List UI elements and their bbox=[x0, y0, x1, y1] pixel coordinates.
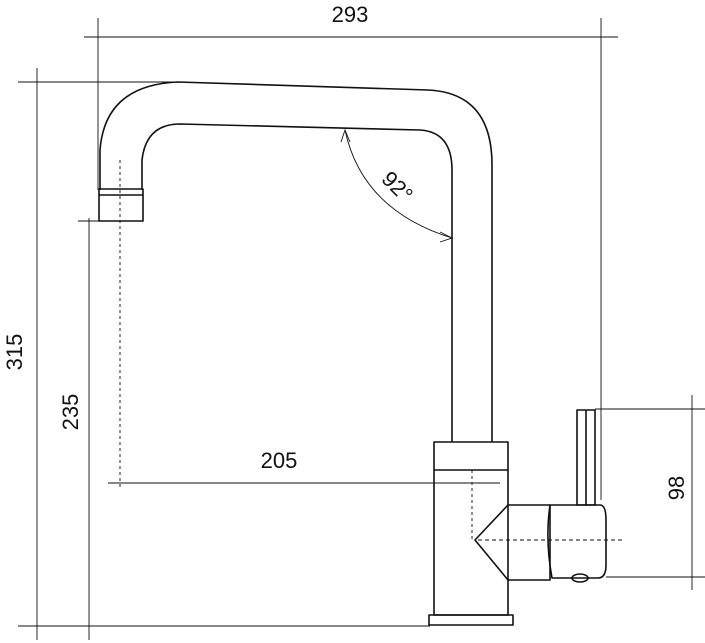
aerator-nozzle bbox=[98, 188, 144, 222]
overall-height-label: 315 bbox=[2, 334, 27, 371]
body-lower bbox=[433, 470, 509, 616]
body-column bbox=[433, 441, 509, 471]
faucet-outline bbox=[98, 81, 607, 626]
spout-outer-contour bbox=[99, 81, 493, 442]
lever-cap bbox=[547, 504, 607, 579]
handle-height-label: 98 bbox=[664, 476, 689, 500]
base-plate bbox=[428, 614, 514, 626]
valve-cone bbox=[474, 504, 509, 581]
valve-housing bbox=[508, 504, 551, 581]
angle-arc bbox=[344, 129, 453, 239]
spout-height-label: 235 bbox=[58, 394, 83, 431]
dimension-lines bbox=[18, 18, 705, 640]
spout-inner-contour bbox=[141, 123, 453, 442]
spout-angle-label: 92° bbox=[377, 166, 418, 207]
lever-knob bbox=[571, 573, 589, 583]
overall-width-label: 293 bbox=[332, 2, 369, 27]
spout-reach-label: 205 bbox=[261, 448, 298, 473]
